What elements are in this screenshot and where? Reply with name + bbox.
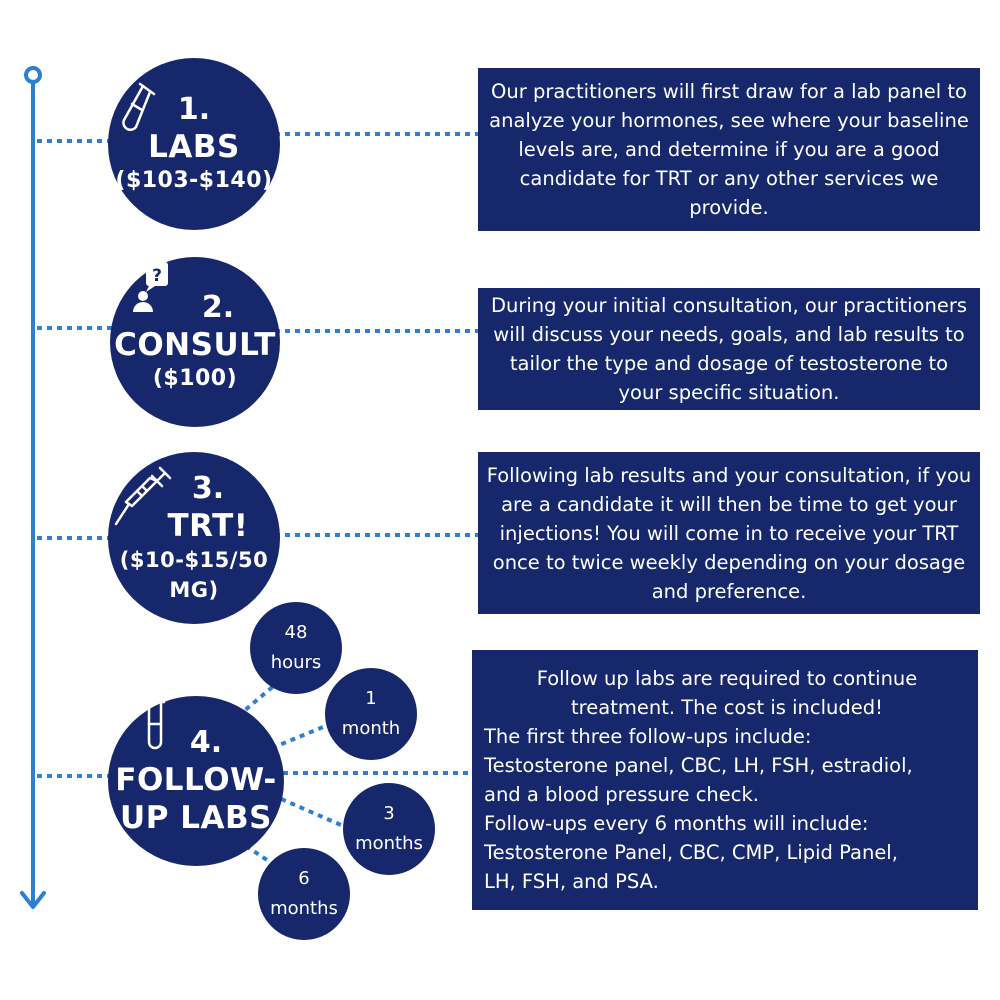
svg-text:?: ? [152, 266, 162, 286]
step-3-price-line-1: ($10-$15/50 [119, 548, 269, 572]
interval-value: 48 [284, 622, 308, 643]
step-1-circle: 1. LABS ($103-$140) [108, 58, 280, 230]
interval-value: 1 [365, 688, 377, 709]
step-4-circle: 4. FOLLOW- UP LABS [108, 696, 284, 866]
branch-1-month [271, 723, 329, 750]
step-4-description-line: LH, FSH, and PSA. [484, 870, 659, 893]
step-1-price: ($103-$140) [115, 168, 273, 193]
interval-unit: months [270, 898, 338, 919]
step-1-description: Our practitioners will first draw for a … [478, 68, 980, 231]
step-2-circle: 2. CONSULT ($100) [110, 257, 280, 427]
interval-value: 3 [383, 803, 395, 824]
branch-6-months [244, 844, 272, 864]
step-3-title: TRT! [167, 508, 249, 544]
syringe-icon [114, 466, 172, 526]
interval-48-hours: 48 hours [250, 602, 342, 694]
step-4-description-line: Testosterone panel, CBC, LH, FSH, estrad… [484, 754, 913, 777]
step-4-description-intro: Follow up labs are required to continue … [536, 667, 918, 719]
test-tube-icon [122, 82, 156, 131]
interval-unit: months [355, 833, 423, 854]
step-3-circle: 3. TRT! ($10-$15/50 MG) [108, 452, 280, 624]
step-2-description: During your initial consultation, our pr… [478, 288, 980, 410]
step-2-number: 2. [201, 290, 235, 325]
interval-6-months: 6 months [258, 848, 350, 940]
step-1-number: 1. [177, 92, 211, 127]
step-4-title-line-1: FOLLOW- [115, 762, 277, 798]
interval-unit: hours [270, 652, 322, 673]
step-2-title: CONSULT [114, 327, 276, 363]
interval-1-month: 1 month [325, 668, 417, 760]
step-3-price-line-2: MG) [169, 578, 219, 602]
test-tube-icon [144, 700, 166, 750]
step-4-title-line-2: UP LABS [120, 800, 272, 836]
interval-3-months: 3 months [343, 783, 435, 875]
step-1-title: LABS [148, 129, 240, 165]
timeline-line [20, 66, 46, 909]
step-4-description-line: Follow-ups every 6 months will include: [484, 812, 869, 835]
person-question-icon: ? [133, 262, 168, 312]
step-4-description-line: Testosterone Panel, CBC, CMP, Lipid Pane… [484, 841, 898, 864]
step-4-description-line: The first three follow-ups include: [484, 725, 812, 748]
step-3-number: 3. [191, 471, 225, 506]
interval-value: 6 [298, 868, 310, 889]
interval-unit: month [341, 718, 401, 739]
branch-3-months [271, 793, 349, 830]
step-3-description: Following lab results and your consultat… [478, 452, 980, 614]
step-4-description: Follow up labs are required to continue … [472, 650, 978, 910]
branch-48-hours [236, 682, 278, 718]
step-4-number: 4. [189, 725, 223, 760]
step-4-description-line: and a blood pressure check. [484, 783, 759, 806]
step-2-price: ($100) [152, 366, 238, 391]
